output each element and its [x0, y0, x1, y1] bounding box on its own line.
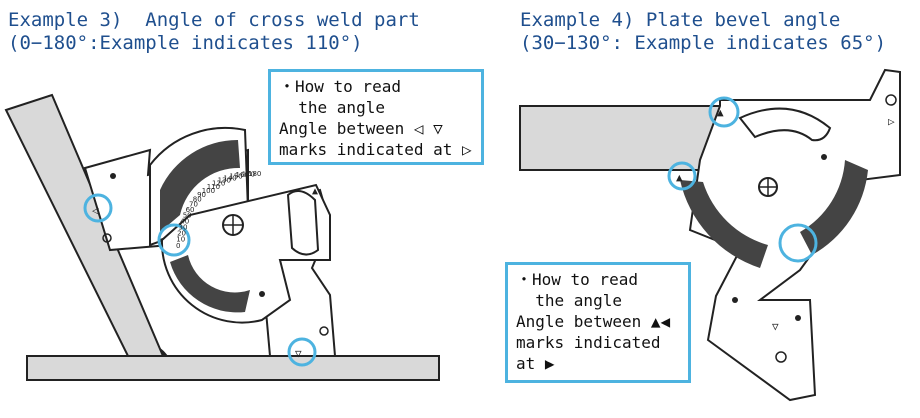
- dial-scale-number: 90: [197, 191, 206, 199]
- hole-dot: [102, 233, 112, 243]
- dial-scale-number: 130: [218, 177, 231, 185]
- highlight-circle: [667, 161, 697, 191]
- gauge4-dial-right: [800, 160, 868, 255]
- gauge4-dial-left: [680, 180, 768, 268]
- dial-scale-number: 20: [177, 230, 186, 238]
- note-line: Angle between ◁ ▽: [279, 119, 443, 138]
- dial-scale-number: 110: [207, 183, 220, 191]
- dial-scale-number: 120: [212, 180, 225, 188]
- note-line: at ▶: [516, 354, 555, 373]
- dial-scale-number: 150: [229, 173, 242, 181]
- mark-triangle-down: ▽: [772, 320, 779, 333]
- hole-dot: [732, 297, 738, 303]
- dial-scale-number: 70: [189, 201, 198, 209]
- highlight-circle: [157, 223, 191, 257]
- hole-dot: [821, 154, 827, 160]
- dial-scale-number: 60: [186, 206, 195, 214]
- dial-scale-number: 30: [179, 223, 188, 231]
- dial-scale-number: 80: [193, 196, 202, 204]
- note-line: the angle: [279, 98, 385, 117]
- gauge4-body: [688, 68, 901, 402]
- gauge4-slot: [738, 107, 832, 142]
- inclined-plate: [4, 93, 165, 357]
- note-line: ・How to read: [279, 77, 401, 96]
- mark-triangle-up: ▲: [717, 106, 724, 119]
- example3-illustration: ◁ ▽ ▲: [4, 93, 440, 381]
- mark-triangle-small: ▲: [312, 186, 318, 197]
- note-line: marks indicated at ▷: [279, 140, 472, 159]
- example4-title: Example 4) Plate bevel angle: [520, 9, 841, 31]
- example4-range: (30−130°: Example indicates 65°): [520, 32, 887, 54]
- dial-scale-band: [160, 139, 240, 232]
- dial-scale-number: 180: [248, 170, 261, 178]
- highlight-circle: [778, 223, 818, 263]
- highlight-circle: [287, 337, 317, 367]
- note-line: Angle between ▲◀: [516, 312, 671, 331]
- dial-scale-number: 170: [242, 170, 255, 178]
- example3-range: (0−180°:Example indicates 110°): [8, 32, 363, 54]
- dial-scale-number: 160: [236, 171, 249, 179]
- hole-dot: [259, 291, 265, 297]
- rotor-slot: [286, 190, 320, 256]
- dial-scale-number: 10: [176, 236, 185, 244]
- rotor-scale-band: [170, 255, 250, 313]
- dial-scale-number: 50: [183, 212, 192, 220]
- note-line: the angle: [516, 291, 622, 310]
- hole-dot: [885, 94, 897, 106]
- example3-reading-note: ・How to read the angle Angle between ◁ ▽…: [268, 69, 484, 165]
- example3-title: Example 3) Angle of cross weld part: [8, 9, 420, 31]
- note-line: marks indicated: [516, 333, 661, 352]
- dial-scale-number: 140: [223, 174, 236, 182]
- mark-triangle-down: ▽: [295, 347, 302, 360]
- hole-dot: [110, 173, 116, 179]
- dial-scale-number: 40: [180, 217, 189, 225]
- highlight-circle: [83, 193, 113, 223]
- hole-dot: [795, 315, 801, 321]
- dial-scale-number: 0: [176, 242, 180, 250]
- mark-triangle-up: ▲: [676, 171, 683, 184]
- dial-scale-number: 100: [202, 187, 215, 195]
- mark-triangle-right: ▷: [888, 115, 895, 128]
- hole-dot: [775, 351, 787, 363]
- highlight-circle: [708, 96, 740, 128]
- example4-illustration: ▷ ▽ ▲ ▲: [519, 68, 901, 402]
- hole-dot: [319, 326, 329, 336]
- note-line: ・How to read: [516, 270, 638, 289]
- example4-reading-note: ・How to read the angle Angle between ▲◀ …: [505, 262, 691, 383]
- mark-triangle-left: ◁: [92, 204, 99, 217]
- base-plate: [26, 355, 440, 381]
